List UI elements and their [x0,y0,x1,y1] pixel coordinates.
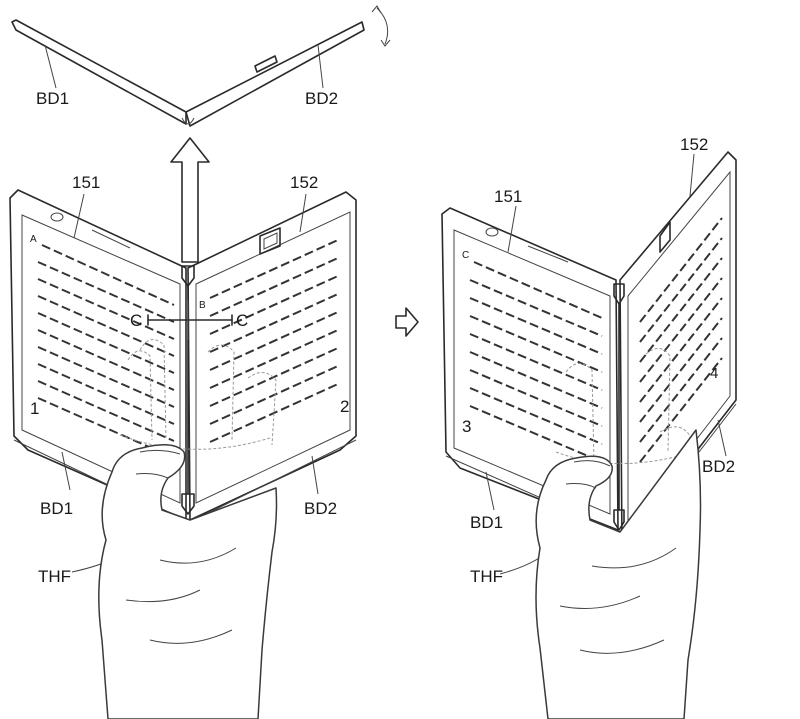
left-bd1-label: BD1 [40,499,73,518]
right-151-label: 151 [494,187,522,206]
left-151-label: 151 [72,173,100,192]
left-hand [98,444,278,719]
right-c-label: C [462,250,469,261]
right-3-label: 3 [462,417,471,436]
top-folded-device: BD1 BD2 [11,19,365,127]
fold-direction-arrow-icon [170,137,210,263]
right-4-label: 4 [710,365,718,382]
left-thf-label: THF [38,567,71,586]
right-152-label: 152 [680,135,708,154]
left-bd2-label: BD2 [304,499,337,518]
right-left-page-text-lines [469,261,603,463]
left-a-label: A [30,234,37,245]
right-page-text-lines [209,239,339,443]
top-bd2-label: BD2 [305,89,338,108]
right-thf-label: THF [470,567,503,586]
right-bd2-label: BD2 [702,457,735,476]
left-152-label: 152 [290,173,318,192]
transition-arrow-icon [395,307,419,337]
right-partially-folded-device: 151 152 C 3 4 BD1 BD2 THF [441,135,737,586]
right-hand [535,429,702,719]
double-headed-curved-arrow-icon [371,5,391,47]
left-c-right-label: C [236,311,248,330]
left-2-label: 2 [340,397,349,416]
right-bd1-label: BD1 [470,513,503,532]
left-1-label: 1 [30,399,39,418]
right-right-page-text-lines [639,217,723,463]
top-bd1-label: BD1 [36,89,69,108]
left-b-label: B [199,300,206,311]
left-page-text-lines [37,244,175,459]
left-open-device: 151 152 A B C C 1 2 BD1 BD2 THF [9,173,357,586]
left-c-left-label: C [130,311,142,330]
